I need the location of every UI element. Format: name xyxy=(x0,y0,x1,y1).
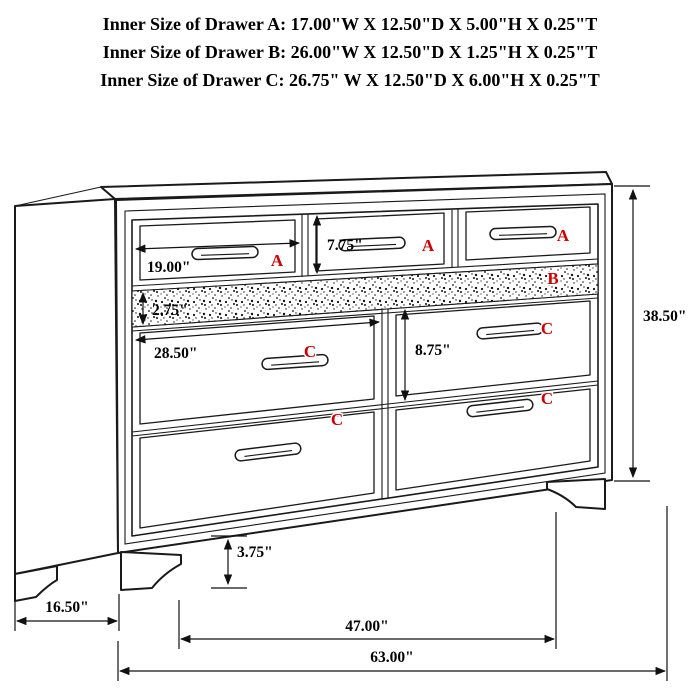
drawer-a2-handle-icon xyxy=(338,236,406,252)
dimension-drawer-c-height: 8.75" xyxy=(400,308,451,402)
drawer-c-width-value: 28.50" xyxy=(154,345,197,362)
dimension-drawer-a-height: 7.75" xyxy=(312,214,363,275)
dimension-side-depth: 16.50" xyxy=(14,580,120,631)
drawer-a1-handle-icon xyxy=(191,245,259,261)
separator-c-row-2 xyxy=(131,384,599,437)
top-back-edge xyxy=(14,186,102,207)
drawer-a-width-value: 19.00" xyxy=(147,259,190,276)
jewelry-strip-sparkle xyxy=(131,263,599,328)
divider-a2-a3 xyxy=(451,209,459,268)
drawer-a3-handle-icon xyxy=(489,225,557,241)
drawer-a3-label: A xyxy=(557,226,570,245)
dimension-overall-height: 38.50" xyxy=(614,185,686,482)
side-panel xyxy=(14,198,119,575)
dimensions: 19.00" 7.75" 2.75" 28.50" 8.75" 38.50" 3… xyxy=(14,185,686,681)
drawer-a1-label: A xyxy=(271,251,284,270)
drawer-c2-handle-icon xyxy=(476,322,544,340)
side-depth-value: 16.50" xyxy=(45,599,88,616)
jewelry-drawer-height-value: 2.75" xyxy=(152,302,188,319)
drawer-letters: A A A B C C C C xyxy=(269,225,571,431)
drawer-c1-label: C xyxy=(304,342,316,361)
drawer-c-height-value: 8.75" xyxy=(415,342,451,359)
dresser-drawing xyxy=(14,171,613,602)
dimension-foot-height: 3.75" xyxy=(211,535,273,589)
header: Inner Size of Drawer A: 17.00"W X 12.50"… xyxy=(100,14,600,90)
drawer-b-label: B xyxy=(547,269,558,288)
dimension-feet-span: 47.00" xyxy=(178,512,557,649)
drawer-c3-face xyxy=(139,411,375,529)
foot-height-value: 3.75" xyxy=(237,544,273,561)
front-right-foot xyxy=(546,478,606,510)
inner-frame xyxy=(131,203,599,537)
back-left-foot xyxy=(14,565,58,602)
feet-span-value: 47.00" xyxy=(345,618,388,635)
overall-height-value: 38.50" xyxy=(643,308,686,325)
frame-moulding xyxy=(124,193,606,545)
drawer-c4-face xyxy=(395,388,591,491)
header-line-drawer-a: Inner Size of Drawer A: 17.00"W X 12.50"… xyxy=(103,14,597,34)
header-line-drawer-b: Inner Size of Drawer B: 26.00"W X 12.50"… xyxy=(103,42,597,62)
drawer-c3-handle-icon xyxy=(234,442,302,462)
dimension-drawer-a-width: 19.00" xyxy=(134,239,301,276)
front-left-foot xyxy=(120,551,182,591)
dimension-drawer-c-width: 28.50" xyxy=(134,318,381,362)
drawer-c1-handle-icon xyxy=(261,353,329,371)
divider-a1-a2 xyxy=(301,214,309,277)
center-stile xyxy=(381,309,389,499)
drawer-a2-label: A xyxy=(422,236,435,255)
drawer-c3-label: C xyxy=(331,410,343,429)
drawer-c2-label: C xyxy=(541,319,553,338)
drawer-c4-handle-icon xyxy=(466,398,534,418)
separator-a-row xyxy=(131,258,599,287)
separator-c-row xyxy=(131,380,599,433)
drawer-a-height-value: 7.75" xyxy=(327,237,363,254)
overall-width-value: 63.00" xyxy=(370,649,413,666)
drawer-c4-label: C xyxy=(541,389,553,408)
dimension-overall-width: 63.00" xyxy=(117,506,668,681)
header-line-drawer-c: Inner Size of Drawer C: 26.75" W X 12.50… xyxy=(100,70,600,90)
